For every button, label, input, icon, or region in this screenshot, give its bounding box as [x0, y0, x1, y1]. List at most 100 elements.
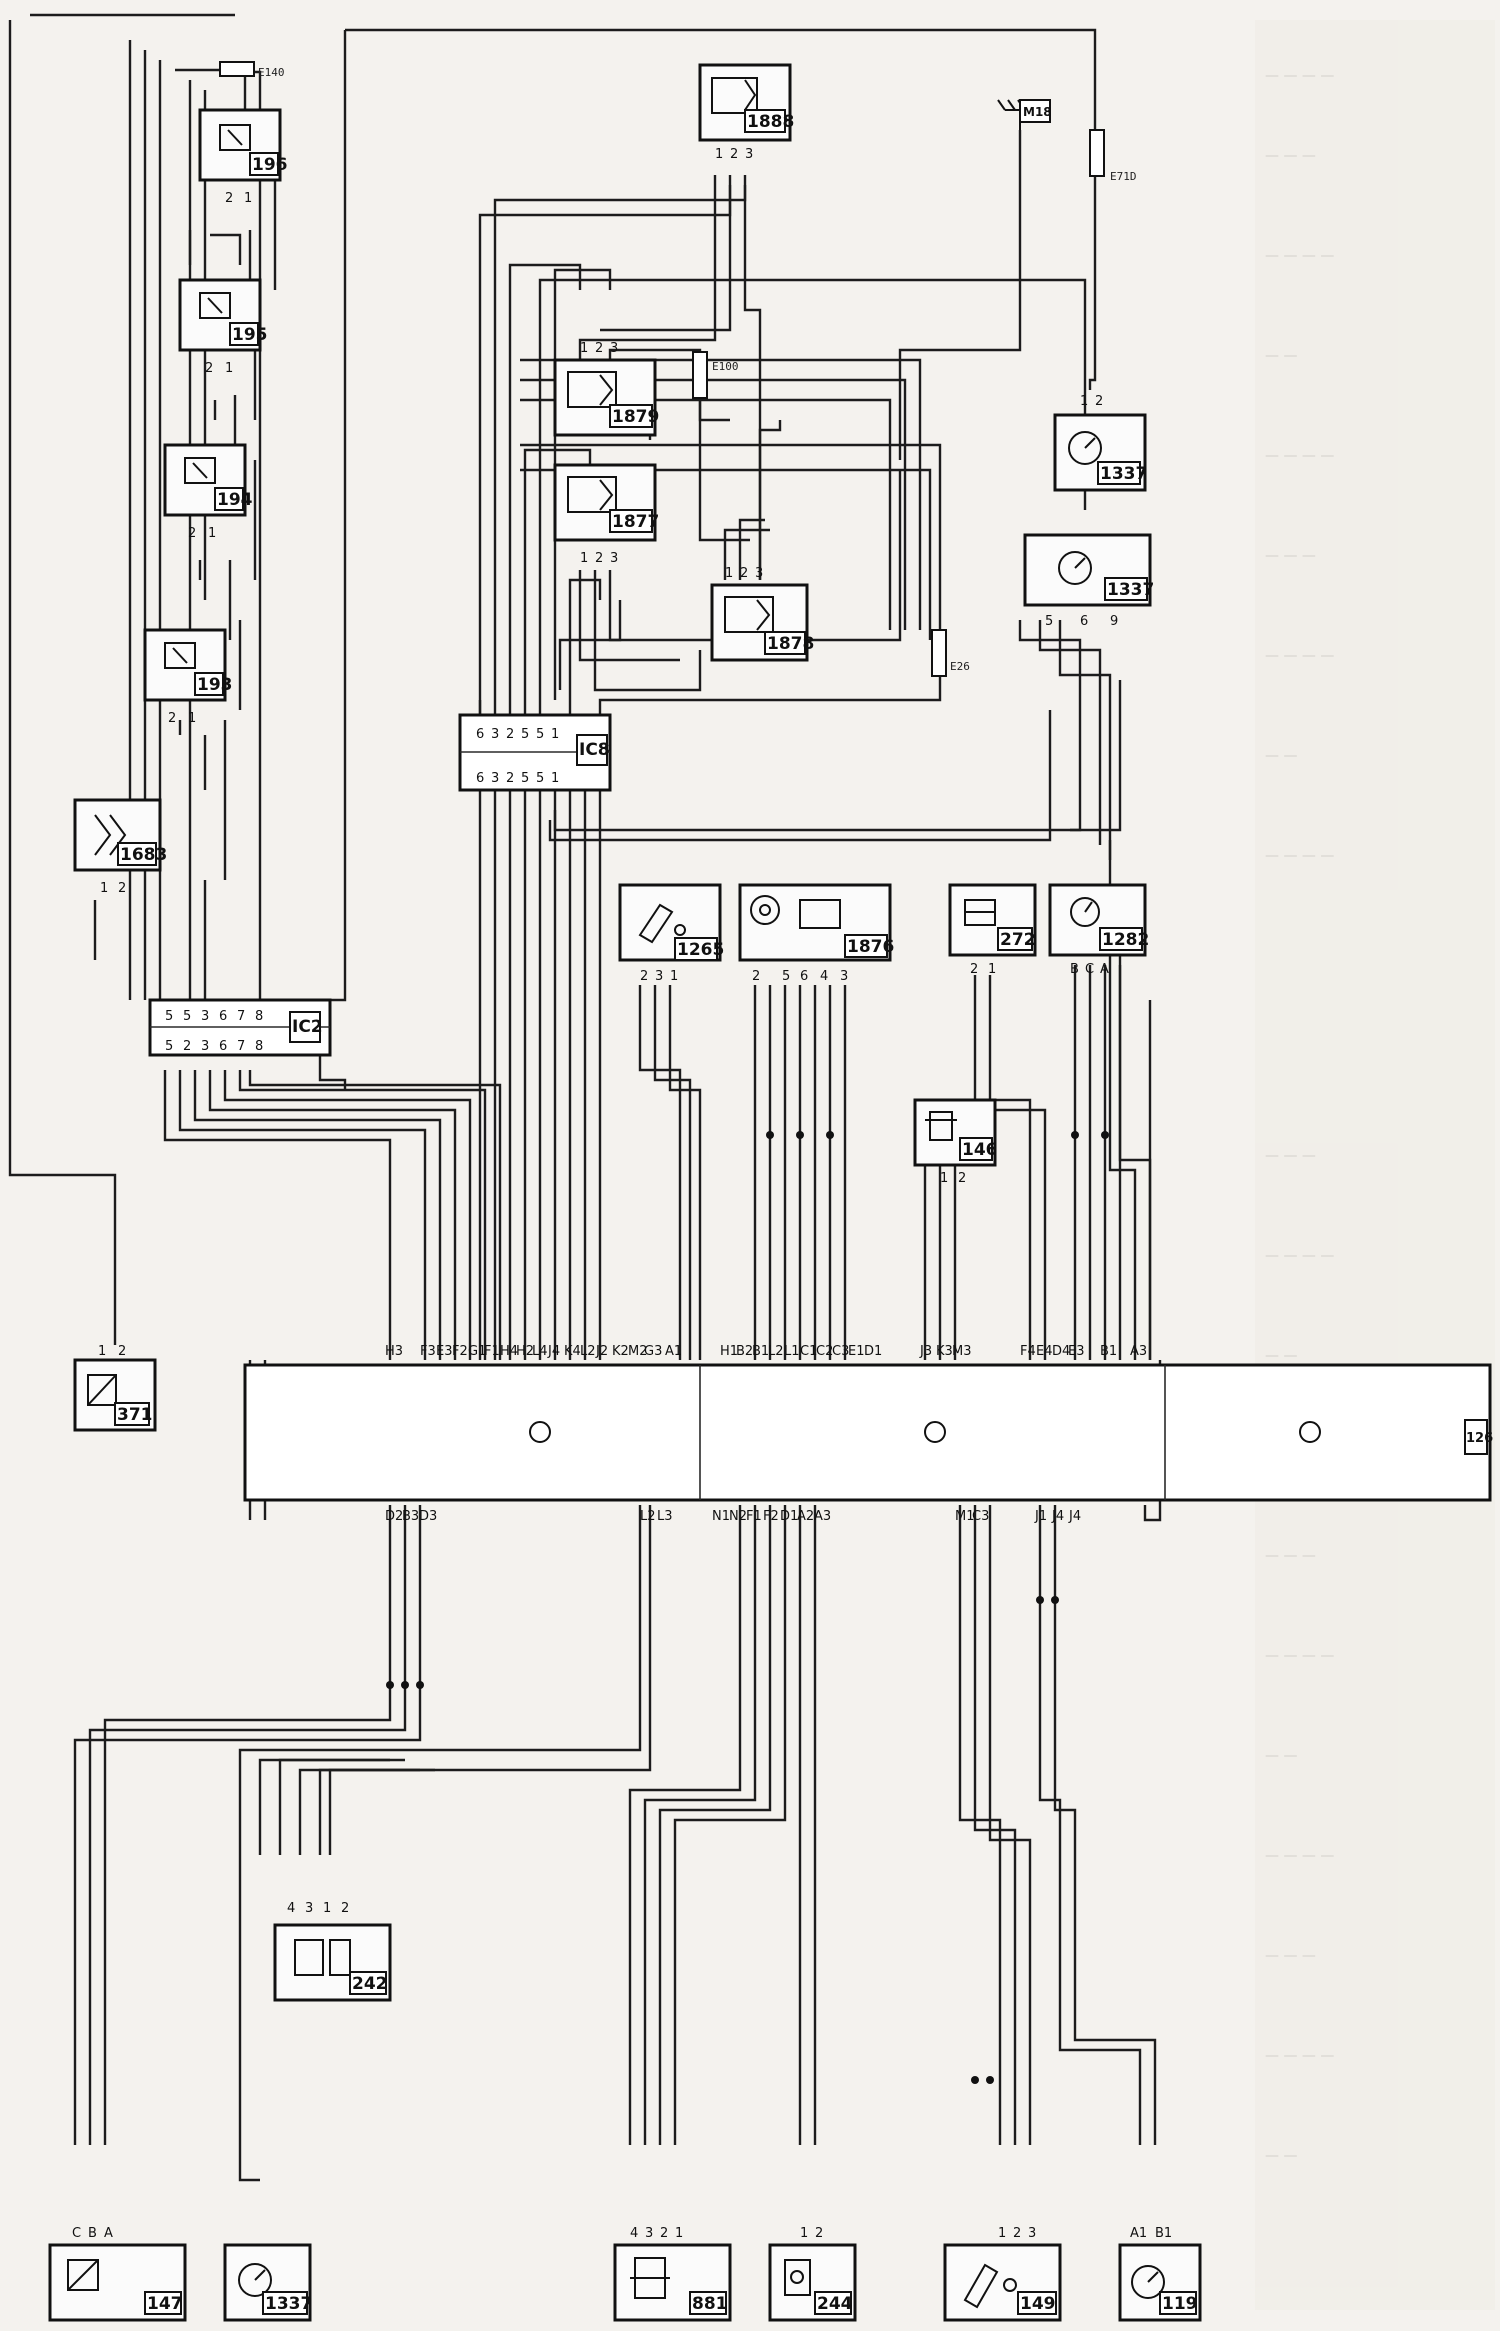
component-1265: 1265 2 3 1 — [618, 883, 724, 984]
svg-text:L2: L2 — [580, 1344, 596, 1359]
svg-text:— —: — — — [1265, 1748, 1297, 1764]
svg-text:L3: L3 — [657, 1509, 673, 1524]
svg-text:3: 3 — [840, 969, 848, 984]
svg-text:F3: F3 — [420, 1344, 436, 1359]
svg-text:1879: 1879 — [612, 407, 659, 427]
svg-text:— — —: — — — — [1265, 1148, 1316, 1164]
svg-text:8: 8 — [255, 1009, 263, 1024]
svg-text:1: 1 — [998, 2226, 1006, 2241]
background-text: — — — —— — — — — — —— — — — — —— — — — —… — [1255, 20, 1495, 2310]
svg-text:6: 6 — [219, 1039, 227, 1054]
svg-text:1877: 1877 — [612, 512, 659, 532]
svg-text:5: 5 — [782, 969, 790, 984]
svg-text:C2: C2 — [816, 1344, 833, 1359]
svg-text:1: 1 — [225, 361, 233, 376]
svg-text:3: 3 — [201, 1009, 209, 1024]
svg-text:3: 3 — [655, 969, 663, 984]
splice-e71d: E71D — [1089, 129, 1137, 183]
svg-text:1: 1 — [551, 771, 559, 786]
svg-text:F2: F2 — [763, 1509, 779, 1524]
svg-text:2: 2 — [118, 881, 126, 896]
svg-text:126: 126 — [1466, 1431, 1493, 1446]
svg-text:H4: H4 — [500, 1344, 518, 1359]
svg-text:N1: N1 — [712, 1509, 730, 1524]
svg-text:1878: 1878 — [767, 634, 814, 654]
svg-text:— —: — — — [1265, 2148, 1297, 2164]
component-1337-mid: 1337 5 6 9 — [1023, 533, 1154, 629]
svg-text:2: 2 — [183, 1039, 191, 1054]
svg-text:B3: B3 — [402, 1509, 419, 1524]
svg-text:J4: J4 — [1051, 1509, 1064, 1524]
component-1683: 1683 1 2 — [73, 798, 167, 896]
svg-text:K2: K2 — [612, 1344, 629, 1359]
svg-text:— — — —: — — — — — [1265, 1648, 1334, 1664]
svg-text:2: 2 — [752, 969, 760, 984]
svg-text:2: 2 — [970, 962, 978, 977]
svg-text:1265: 1265 — [677, 940, 724, 960]
splice-nodes — [386, 1131, 1109, 2084]
svg-text:244: 244 — [817, 2294, 853, 2314]
svg-text:2: 2 — [225, 191, 233, 206]
svg-text:C: C — [1085, 962, 1094, 977]
relay-193: 193 2 1 — [143, 628, 233, 726]
svg-text:2: 2 — [168, 711, 176, 726]
svg-text:5: 5 — [521, 771, 529, 786]
svg-text:F2: F2 — [452, 1344, 468, 1359]
wires — [8, 13, 1162, 2182]
svg-text:2: 2 — [506, 771, 514, 786]
svg-text:C: C — [72, 2226, 81, 2241]
splice-e100: E100 — [692, 351, 739, 399]
component-149: 149 1 2 3 — [943, 2226, 1062, 2322]
svg-text:1337: 1337 — [265, 2294, 312, 2314]
svg-text:1: 1 — [715, 147, 723, 162]
svg-text:E26: E26 — [950, 660, 970, 673]
svg-text:A: A — [1100, 962, 1109, 977]
svg-text:A2: A2 — [797, 1509, 814, 1524]
svg-text:2: 2 — [730, 147, 738, 162]
svg-text:— — — —: — — — — — [1265, 448, 1334, 464]
svg-text:1282: 1282 — [1102, 930, 1149, 950]
svg-text:A1: A1 — [1130, 2226, 1147, 2241]
svg-text:3: 3 — [610, 341, 618, 356]
svg-text:1: 1 — [580, 551, 588, 566]
svg-text:E100: E100 — [712, 360, 739, 373]
svg-text:H1: H1 — [720, 1344, 738, 1359]
svg-text:E140: E140 — [258, 66, 285, 79]
component-242: 242 4 3 1 2 — [273, 1901, 392, 2002]
svg-text:F4: F4 — [1020, 1344, 1036, 1359]
svg-text:1: 1 — [580, 341, 588, 356]
svg-text:1: 1 — [100, 881, 108, 896]
svg-text:2: 2 — [188, 526, 196, 541]
svg-text:146: 146 — [962, 1140, 998, 1160]
svg-text:B1: B1 — [1100, 1344, 1117, 1359]
svg-text:2: 2 — [595, 551, 603, 566]
svg-text:A3: A3 — [1130, 1344, 1147, 1359]
svg-text:2: 2 — [205, 361, 213, 376]
svg-text:3: 3 — [491, 727, 499, 742]
svg-text:B: B — [1070, 962, 1079, 977]
component-244: 244 1 2 — [768, 2226, 857, 2322]
svg-text:— —: — — — [1265, 748, 1297, 764]
svg-text:M1: M1 — [955, 1509, 975, 1524]
ecu-126: 126 — [243, 1363, 1493, 1502]
svg-text:3: 3 — [305, 1901, 313, 1916]
svg-text:881: 881 — [692, 2294, 728, 2314]
svg-text:L4: L4 — [532, 1344, 548, 1359]
svg-text:6: 6 — [1080, 614, 1088, 629]
svg-text:D1: D1 — [780, 1509, 798, 1524]
svg-text:B1: B1 — [752, 1344, 769, 1359]
svg-text:194: 194 — [217, 490, 253, 510]
svg-text:1: 1 — [725, 566, 733, 581]
svg-text:F1: F1 — [484, 1344, 500, 1359]
svg-text:5: 5 — [521, 727, 529, 742]
svg-text:N2: N2 — [729, 1509, 747, 1524]
svg-text:D4: D4 — [1052, 1344, 1070, 1359]
relay-194: 194 2 1 — [163, 443, 253, 541]
component-1876: 1876 2 5 6 4 3 — [738, 883, 894, 984]
svg-text:2: 2 — [660, 2226, 668, 2241]
svg-text:2: 2 — [1095, 394, 1103, 409]
component-1337-lower: 1337 — [223, 2243, 312, 2322]
ecu-top-pin-labels: H3 F3 E3 F2 G1 F1 H4 H2 L4 J4 K4 L2 J2 K… — [385, 1344, 1147, 1359]
svg-text:G1: G1 — [468, 1344, 486, 1359]
